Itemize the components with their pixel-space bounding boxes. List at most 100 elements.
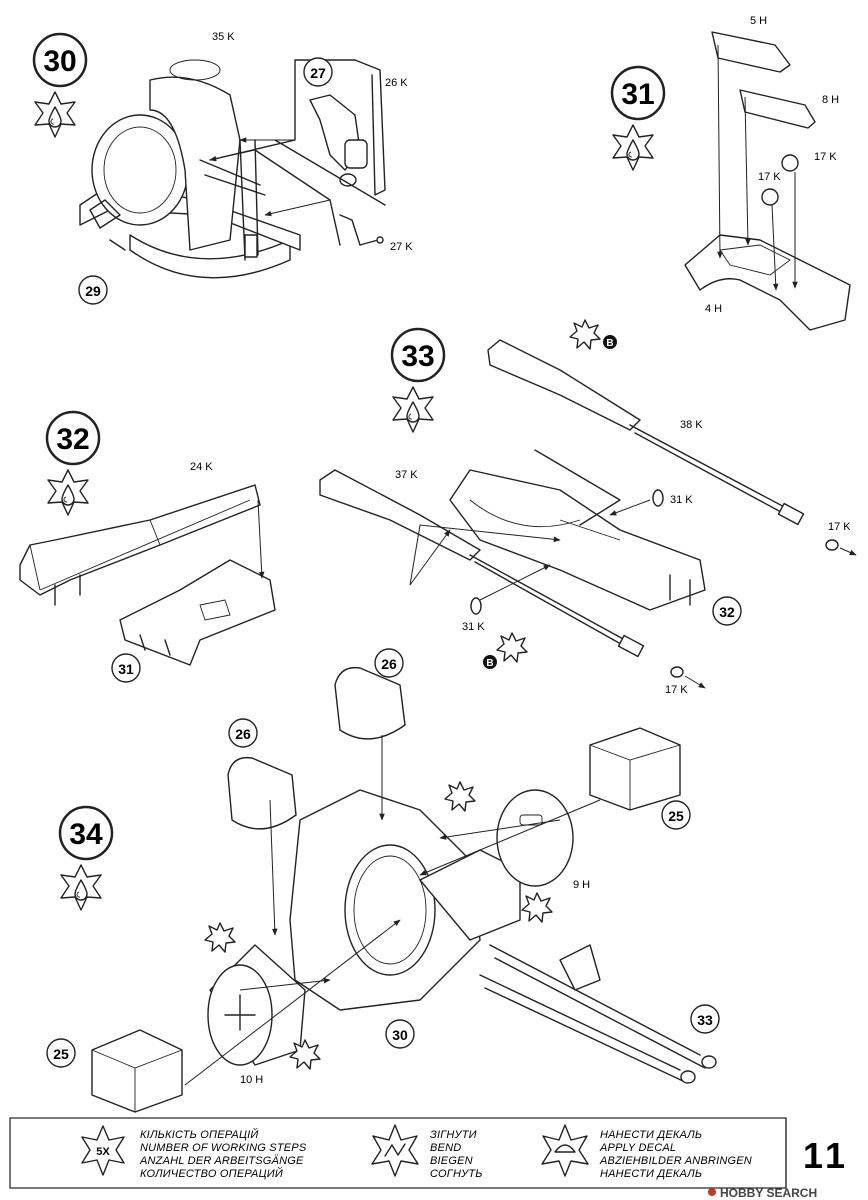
legend-text: BIEGEN	[430, 1155, 473, 1167]
step-31-part-labels: 5 H 8 H 17 K 17 K 4 H	[705, 15, 839, 315]
svg-text:33: 33	[697, 1012, 713, 1028]
bend-burst-icon	[521, 892, 553, 923]
watermark-text: HOBBY SEARCH	[720, 1186, 817, 1200]
glue-drop-icon	[60, 864, 102, 911]
svg-text:26: 26	[235, 726, 251, 742]
part-31k-drawing	[470, 489, 664, 615]
step-32-badge: 32	[45, 410, 101, 516]
bend-burst-icon	[569, 319, 601, 350]
page-number: 11	[803, 1135, 849, 1176]
part-label-31k: 31 K	[462, 621, 485, 633]
callout-25: 25	[46, 1038, 76, 1068]
part-label-27k: 27 K	[390, 241, 413, 253]
legend-decal: НАНЕСТИ ДЕКАЛЬ APPLY DECAL ABZIEHBILDER …	[541, 1124, 752, 1180]
working-steps-badge: 5X	[96, 1146, 110, 1158]
step-33-number: 33	[401, 340, 434, 373]
callout-27: 27	[303, 57, 333, 87]
svg-text:29: 29	[85, 283, 101, 299]
glue-drop-icon	[34, 91, 76, 138]
svg-text:31: 31	[118, 661, 134, 677]
callout-31: 31	[111, 653, 141, 683]
step-34-number: 34	[69, 818, 103, 851]
step-30: 30 35 K 26 K 27 K	[32, 31, 413, 305]
step-33-badge: 33	[390, 327, 446, 433]
part-label-17k: 17 K	[828, 521, 851, 533]
part-label-5h: 5 H	[750, 15, 767, 27]
cradle-drawing	[449, 469, 706, 611]
step-32: 32 24 K 31	[19, 410, 276, 683]
legend-text: ЗІГНУТИ	[430, 1129, 477, 1141]
svg-text:25: 25	[668, 808, 684, 824]
step-34-badge: 34	[58, 805, 114, 911]
part-label-17k: 17 K	[665, 684, 688, 696]
callout-32: 32	[712, 596, 742, 626]
decal-mark-group: B B	[483, 319, 617, 669]
watermark: HOBBY SEARCH	[708, 1186, 817, 1200]
svg-text:B: B	[606, 338, 613, 349]
part-label-17k: 17 K	[758, 171, 781, 183]
part-label-35k: 35 K	[212, 31, 235, 43]
sight-assembly-drawing	[309, 59, 386, 246]
callout-30: 30	[385, 1019, 415, 1049]
legend-text: ANZAHL DER ARBEITSGÄNGE	[139, 1155, 304, 1167]
legend-text: КІЛЬКІСТЬ ОПЕРАЦІЙ	[140, 1128, 259, 1141]
callout-29: 29	[78, 275, 108, 305]
decal-icon	[554, 1144, 576, 1153]
part-label-37k: 37 K	[395, 469, 418, 481]
step-32-number: 32	[56, 423, 89, 456]
callout-26: 26	[374, 648, 404, 678]
legend-text: APPLY DECAL	[599, 1142, 676, 1154]
part-label-17k: 17 K	[814, 151, 837, 163]
legend-text: NUMBER OF WORKING STEPS	[140, 1142, 307, 1154]
part-label-38k: 38 K	[680, 419, 703, 431]
part-31-mount-drawing	[119, 559, 276, 666]
step-34: 34	[46, 648, 720, 1113]
step-33-part-labels: 38 K 37 K 31 K 31 K 17 K 17 K	[395, 419, 851, 696]
step-31-badge: 31	[610, 65, 666, 171]
callout-33: 33	[690, 1004, 720, 1034]
legend-working-steps: 5X КІЛЬКІСТЬ ОПЕРАЦІЙ NUMBER OF WORKING …	[81, 1125, 307, 1180]
bend-burst-icon	[289, 1039, 321, 1070]
svg-text:30: 30	[392, 1027, 408, 1043]
working-steps-star-icon	[81, 1125, 125, 1176]
step-33: 33	[319, 319, 857, 696]
part-label-4h: 4 H	[705, 303, 722, 315]
glue-drop-icon	[612, 124, 654, 171]
step-30-number: 30	[43, 45, 76, 78]
bend-burst-icon	[204, 922, 236, 953]
part-24k-drawing	[19, 484, 261, 606]
legend-text: СОГНУТЬ	[430, 1168, 483, 1180]
step-31-number: 31	[621, 78, 654, 111]
bend-burst-icon	[496, 632, 528, 663]
glue-drop-icon	[392, 386, 434, 433]
part-17k-drawing	[670, 539, 839, 678]
bend-burst-icon	[444, 781, 476, 812]
step-30-part-labels: 35 K 26 K 27 K	[212, 31, 413, 253]
part-label-24k: 24 K	[190, 461, 213, 473]
carriage-body-drawing	[289, 789, 521, 1011]
glue-drop-icon	[47, 469, 89, 516]
callout-26: 26	[228, 718, 258, 748]
gun-barrels-drawing	[479, 944, 717, 1084]
part-label-10h: 10 H	[240, 1074, 263, 1086]
step-34-part-labels: 9 H 10 H	[240, 879, 590, 1086]
legend-text: ABZIEHBILDER ANBRINGEN	[599, 1155, 752, 1167]
seat-26-drawing	[227, 666, 406, 830]
decal-b-marker	[603, 335, 617, 349]
decal-b-marker	[483, 655, 497, 669]
part-label-8h: 8 H	[822, 94, 839, 106]
barrel-38k-drawing	[487, 339, 805, 526]
legend-footer: 5X КІЛЬКІСТЬ ОПЕРАЦІЙ NUMBER OF WORKING …	[9, 1117, 849, 1189]
drum-10h-drawing	[207, 944, 306, 1066]
svg-text:32: 32	[719, 604, 735, 620]
legend-bend: ЗІГНУТИ BEND BIEGEN СОГНУТЬ	[371, 1124, 483, 1180]
part-label-26k: 26 K	[385, 77, 408, 89]
part-17k-drawing	[761, 154, 799, 206]
barrel-37k-drawing	[319, 469, 645, 658]
svg-text:25: 25	[53, 1046, 69, 1062]
part-8h-drawing	[739, 89, 816, 129]
ammo-box-25-drawing	[91, 727, 681, 1113]
svg-text:27: 27	[310, 65, 326, 81]
callout-25: 25	[661, 800, 691, 830]
